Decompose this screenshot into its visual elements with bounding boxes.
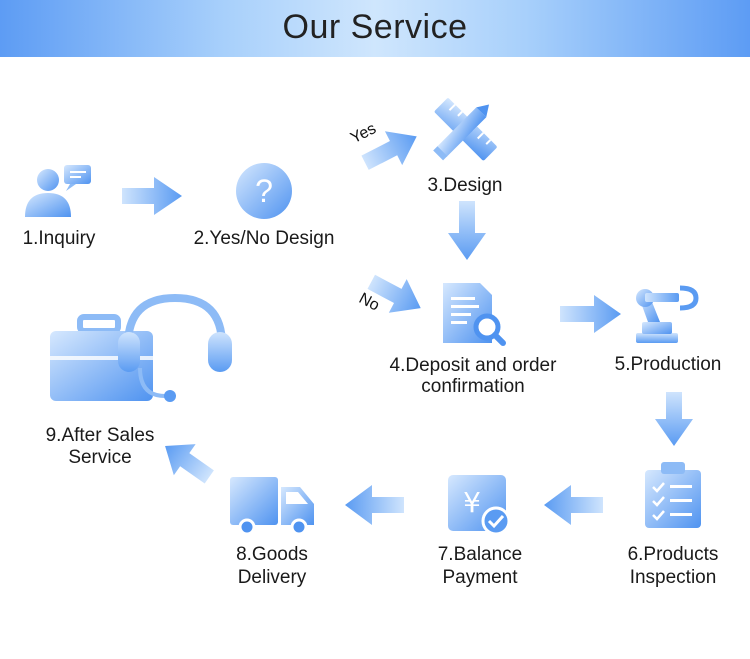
step-2-label: 2.Yes/No Design	[193, 228, 335, 249]
svg-text:¥: ¥	[463, 486, 481, 519]
step-6-label-line2: Inspection	[629, 567, 717, 588]
step-6-label-line1: 6.Products	[627, 544, 719, 565]
arrow-yes-to-design	[361, 131, 417, 170]
step-7-label-line1: 7.Balance	[437, 544, 523, 565]
step-5-label: 5.Production	[614, 354, 722, 375]
briefcase-headset-icon	[50, 293, 232, 402]
step-8-label-line1: 8.Goods	[236, 544, 308, 565]
step-9-label-line2: Service	[68, 447, 132, 468]
arrow-inquiry-to-yesno	[122, 177, 182, 215]
step-9-label-line1: 9.After Sales	[45, 425, 155, 446]
person-chat-icon	[25, 165, 91, 217]
arrow-no-to-deposit	[367, 274, 421, 313]
question-mark-icon: ?	[236, 163, 292, 219]
step-3-label: 3.Design	[427, 175, 503, 196]
document-search-icon	[443, 283, 506, 346]
header-banner: Our Service	[0, 0, 750, 57]
arrow-deposit-to-production	[560, 295, 621, 333]
step-4-label-line2: confirmation	[421, 376, 525, 397]
arrow-delivery-to-aftersales	[165, 444, 214, 484]
step-4-label-line1: 4.Deposit and order	[389, 355, 557, 376]
step-7-label-line2: Payment	[442, 567, 518, 588]
step-8-label-line2: Delivery	[237, 567, 307, 588]
step-1-label: 1.Inquiry	[22, 228, 96, 249]
svg-text:?: ?	[255, 173, 273, 209]
arrow-design-to-deposit	[448, 201, 486, 260]
yen-payment-icon: ¥	[448, 475, 511, 536]
robot-arm-icon	[636, 285, 699, 343]
checklist-icon	[645, 462, 701, 528]
arrow-production-to-inspection	[655, 392, 693, 446]
page-title: Our Service	[282, 8, 468, 46]
ruler-pencil-icon	[433, 98, 497, 161]
arrow-payment-to-delivery	[345, 485, 404, 525]
arrow-inspection-to-payment	[544, 485, 603, 525]
delivery-truck-icon	[230, 477, 314, 536]
